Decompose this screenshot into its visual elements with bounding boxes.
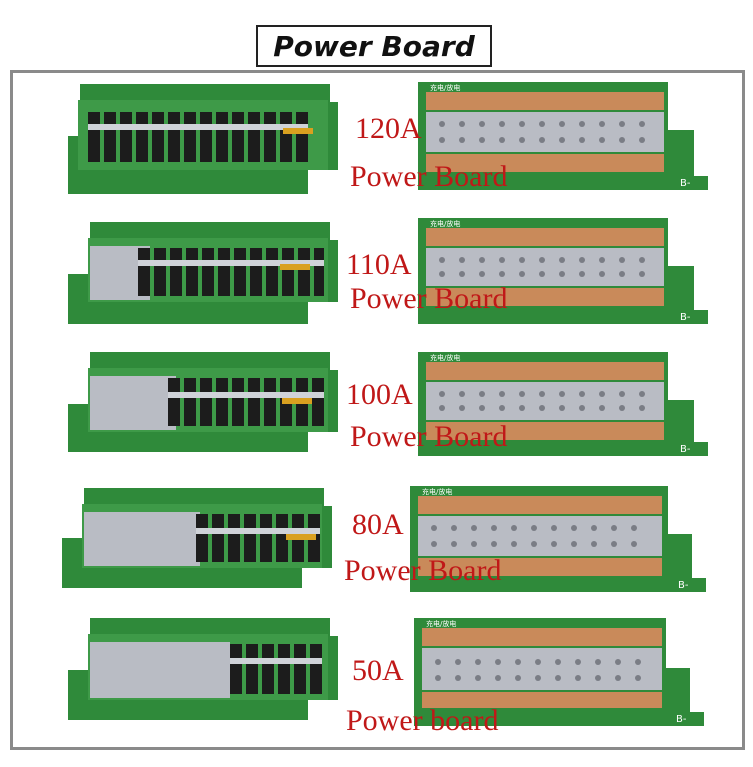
terminal-label: B-: [676, 714, 687, 725]
bus-board-100a: 充电/放电 B-: [418, 352, 708, 456]
mosfet-board-120a: [68, 84, 338, 194]
bus-marking: 充电/放电: [430, 219, 460, 228]
bus-marking: 充电/放电: [430, 83, 460, 92]
mosfet-board-110a: [68, 222, 338, 324]
page-title: Power Board: [273, 29, 475, 63]
board-name-label: Power Board: [350, 282, 508, 315]
bus-board-50a: 充电/放电 B-: [414, 618, 704, 726]
bus-board-120a: 充电/放电 B-: [418, 82, 708, 190]
bus-marking: 充电/放电: [430, 353, 460, 362]
bus-board-110a: 充电/放电 B-: [418, 218, 708, 324]
board-name-label: Power Board: [344, 554, 502, 587]
board-name-label: Power Board: [350, 160, 508, 193]
bus-marking: 充电/放电: [422, 487, 452, 496]
board-name-label: Power Board: [350, 420, 508, 453]
terminal-label: B-: [680, 178, 691, 189]
bus-marking: 充电/放电: [426, 619, 456, 628]
mosfet-board-100a: [68, 352, 338, 452]
mosfet-board-50a: [68, 618, 338, 720]
rating-label: 50A: [352, 654, 404, 687]
bus-board-80a: 充电/放电 B-: [410, 486, 706, 592]
terminal-label: B-: [680, 444, 691, 455]
board-name-label: Power board: [346, 704, 499, 737]
mosfet-board-80a: [62, 488, 332, 588]
terminal-label: B-: [680, 312, 691, 323]
title-box: Power Board: [256, 25, 492, 67]
rating-label: 100A: [346, 378, 413, 411]
rating-label: 110A: [346, 248, 412, 281]
rating-label: 80A: [352, 508, 404, 541]
rating-label: 120A: [355, 112, 422, 145]
terminal-label: B-: [678, 580, 689, 591]
